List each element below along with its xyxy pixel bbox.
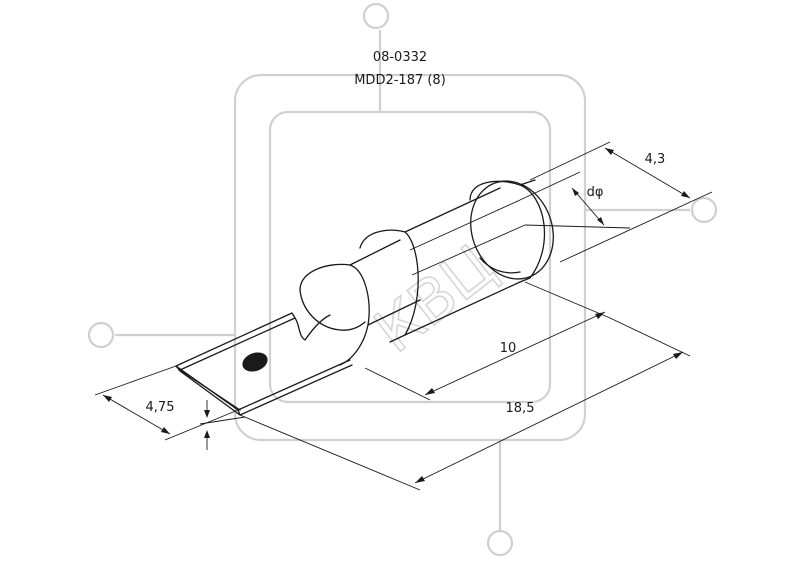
dim-10-arrow1 — [425, 388, 435, 395]
watermark-top-circle — [362, 2, 390, 30]
dim-43-ext1 — [529, 141, 611, 181]
dim-10-line — [424, 311, 606, 396]
dim-475-arrow2 — [161, 427, 170, 434]
dim-tab-width: 4,75 — [146, 400, 175, 415]
sleeve-mid-top — [359, 187, 501, 249]
dim-43-arrow1 — [605, 148, 614, 155]
dim-43-arrow2 — [681, 191, 690, 198]
collar-bottom-curve — [299, 289, 366, 331]
sleeve-large-inner-curve — [479, 257, 521, 274]
dim-sleeve-length: 10 — [500, 341, 517, 356]
detent-dimple — [242, 352, 268, 372]
dim-total-length: 18,5 — [506, 401, 535, 416]
watermark-left-circle — [87, 321, 115, 349]
dim-inner-diameter: dφ — [587, 185, 604, 200]
part-code: 08-0332 — [373, 50, 427, 65]
dim-dphi-arrow2 — [597, 217, 604, 225]
collar-lower-edge — [367, 299, 421, 326]
dim-10-ext1 — [524, 281, 611, 319]
dim-dphi-ext2 — [524, 224, 631, 229]
sleeve-highlight-lines — [409, 199, 526, 276]
watermark-right-circle — [690, 196, 718, 224]
dimension-lines: 4,3 dφ 10 18,5 4,75 — [94, 141, 713, 491]
dim-185-arrow1 — [415, 476, 425, 483]
part-model: MDD2-187 (8) — [354, 73, 446, 88]
dim-43-ext2 — [559, 191, 713, 263]
tab-fold-line — [179, 369, 241, 411]
dim-10-ext2 — [364, 367, 431, 401]
dim-thk-arrow2 — [204, 430, 210, 438]
watermark-text: КВЦ — [362, 231, 508, 366]
dim-thk-ext — [199, 416, 246, 425]
dim-185-ext1 — [609, 317, 691, 357]
dim-475-ext2 — [164, 409, 239, 441]
sleeve-mid-front — [389, 231, 419, 343]
dim-thk-arrow1 — [204, 410, 210, 418]
dim-475-line — [102, 394, 171, 435]
watermark-outer-frame — [233, 73, 587, 442]
dim-dphi-ext1 — [519, 171, 581, 201]
dim-43-line — [604, 147, 691, 199]
dim-185-arrow2 — [673, 352, 683, 359]
dim-dphi-arrow1 — [572, 188, 579, 196]
sleeve-large-rim — [470, 180, 554, 280]
dim-185-line — [414, 351, 684, 484]
sleeve-mid-bottom — [404, 281, 521, 336]
tab-neck — [294, 314, 331, 341]
dim-475-arrow1 — [103, 395, 112, 402]
tab-long-edges — [237, 359, 353, 416]
dim-10-arrow2 — [595, 312, 605, 319]
dim-185-ext2 — [239, 414, 421, 491]
dim-475-ext1 — [94, 365, 177, 396]
watermark-bottom-circle — [486, 529, 514, 557]
sleeve-large-rim-inner — [519, 184, 546, 283]
dim-outer-diameter: 4,3 — [645, 152, 666, 167]
